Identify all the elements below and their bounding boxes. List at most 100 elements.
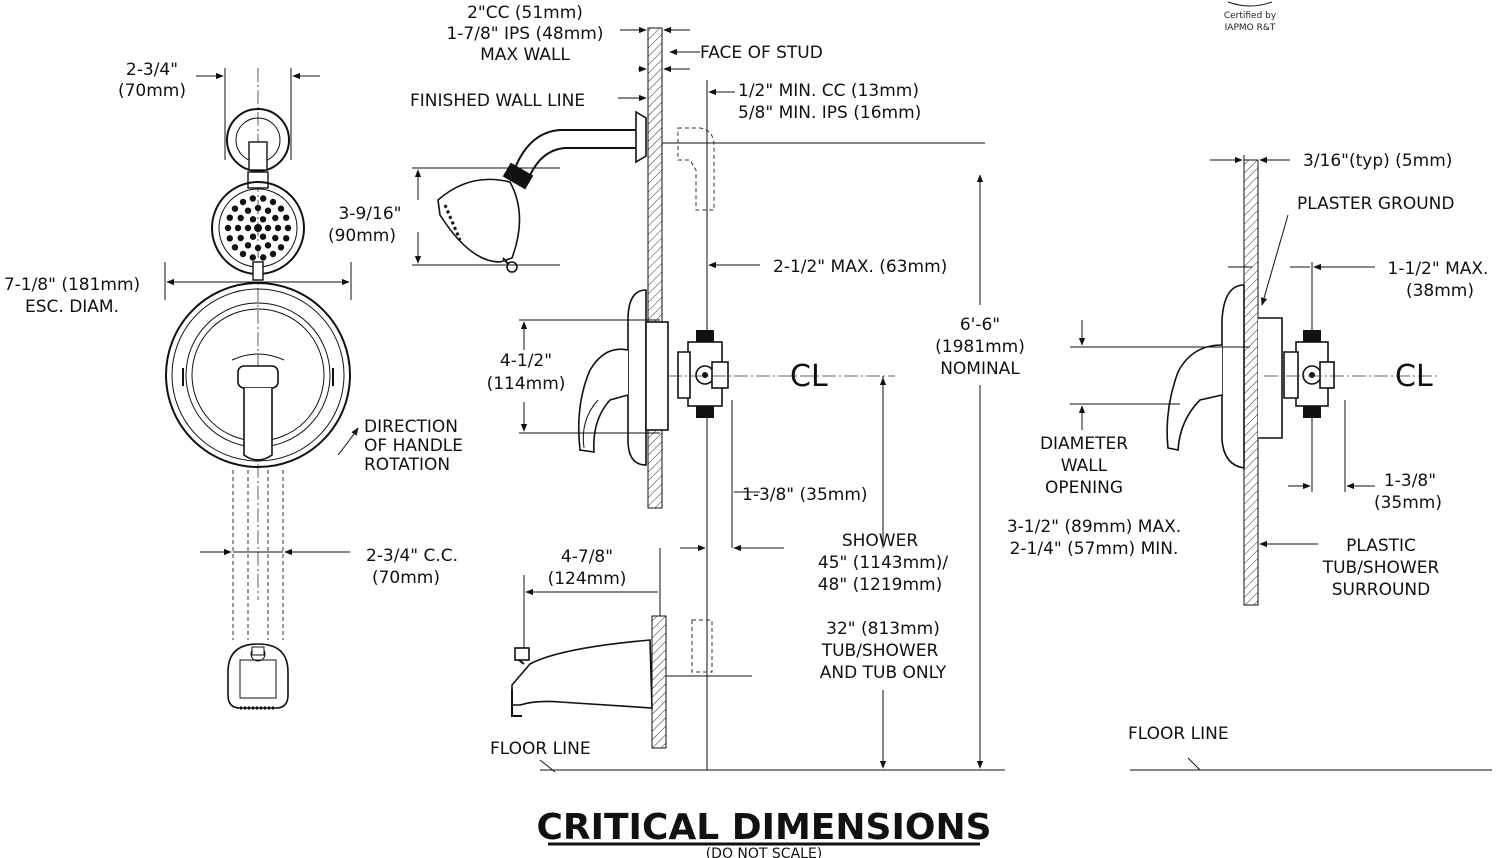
- section-valve-offset-label-1: 1-3/8": [1384, 471, 1436, 491]
- valve-offset-label: 1-3/8" (35mm): [742, 485, 868, 505]
- spray-hole: [244, 224, 252, 232]
- spray-hole: [224, 224, 232, 232]
- shower-height-label-1: SHOWER: [842, 531, 919, 551]
- arm-width-label-1: 2-3/4": [126, 60, 178, 80]
- certification-seal-icon: [1227, 1, 1273, 7]
- plaster-gap-label: 3/16"(typ) (5mm): [1303, 151, 1452, 171]
- certification-line-1: Certified by: [1224, 11, 1277, 21]
- spout-projection-label-2: (124mm): [548, 569, 627, 589]
- section-max-depth-label-1: 1-1/2" MAX.: [1388, 259, 1489, 279]
- spray-hole: [277, 244, 285, 251]
- escutcheon-diameter-label-2: ESC. DIAM.: [25, 297, 119, 317]
- opening-range-label-1: 3-1/2" (89mm) MAX.: [1007, 517, 1181, 537]
- side-wall-lower: [651, 615, 667, 749]
- plaster-ground-label: PLASTER GROUND: [1297, 194, 1455, 214]
- opening-range-label-2: 2-1/4" (57mm) MIN.: [1010, 539, 1179, 559]
- front-view: 2-3/4" (70mm) 7-1/8" (181mm): [4, 60, 463, 710]
- floor-line-label-side: FLOOR LINE: [490, 739, 591, 759]
- shower-height-label-3: 48" (1219mm): [818, 575, 943, 595]
- face-of-stud-label: FACE OF STUD: [700, 43, 823, 63]
- handle-rotation-label-2: OF HANDLE: [364, 436, 463, 456]
- page-title: CRITICAL DIMENSIONS: [536, 807, 991, 848]
- spray-hole: [272, 234, 279, 242]
- spray-hole: [269, 198, 277, 206]
- shower-height-label-2: 45" (1143mm)/: [818, 553, 949, 573]
- spray-hole: [254, 204, 262, 212]
- trim-side: [578, 289, 669, 466]
- section-wall: [1243, 159, 1259, 606]
- spout-projection-label-1: 4-7/8": [561, 547, 613, 567]
- spray-hole: [234, 224, 242, 232]
- spray-hole: [239, 198, 247, 206]
- spray-hole: [283, 214, 290, 221]
- tub-height-label-1: 32" (813mm): [826, 619, 940, 639]
- surround-label-1: PLASTIC: [1346, 536, 1416, 556]
- spray-hole: [264, 242, 272, 249]
- supply-cc-label-1: 2-3/4" C.C.: [366, 546, 458, 566]
- side-view: 2"CC (51mm) 1-7/8" IPS (48mm) MAX WALL F…: [328, 3, 1025, 773]
- arm-width-label-2: (70mm): [118, 81, 186, 101]
- spray-hole: [226, 235, 233, 242]
- spray-hole: [259, 216, 267, 223]
- valve-body-side: [677, 330, 729, 418]
- tub-spout-front: [227, 643, 289, 710]
- spray-hole: [226, 214, 233, 221]
- min-projection-label-2: 5/8" MIN. IPS (16mm): [738, 103, 921, 123]
- nominal-height-label-1: 6'-6": [960, 315, 1000, 335]
- wall-thickness-label-2: 1-7/8" IPS (48mm): [446, 24, 603, 44]
- section-max-depth-label-2: (38mm): [1406, 281, 1474, 301]
- spray-hole: [272, 214, 279, 222]
- centerline-symbol-section: CL: [1395, 359, 1433, 394]
- spray-hole: [239, 250, 247, 258]
- side-wall: [647, 27, 663, 509]
- surround-label-2: TUB/SHOWER: [1322, 558, 1440, 578]
- max-depth-label: 2-1/2" MAX. (63mm): [773, 257, 947, 277]
- certification-badge: Certified by IAPMO R&T: [1224, 1, 1277, 33]
- finished-wall-line-label: FINISHED WALL LINE: [410, 91, 585, 111]
- spray-hole: [269, 250, 277, 258]
- handle-rotation-label-1: DIRECTION: [364, 417, 458, 437]
- spray-hole: [264, 224, 272, 232]
- spray-hole: [244, 207, 252, 214]
- spray-hole: [283, 235, 290, 242]
- spray-holes: [224, 195, 292, 261]
- certification-line-2: IAPMO R&T: [1225, 23, 1276, 33]
- spray-hole: [231, 205, 239, 212]
- section-view: 3/16"(typ) (5mm) PLASTER GROUND CL 1-1/2…: [1007, 151, 1492, 771]
- trim-height-label-2: (114mm): [487, 374, 566, 394]
- wall-thickness-label-1: 2"CC (51mm): [467, 3, 583, 23]
- floor-line-label-section: FLOOR LINE: [1128, 724, 1229, 744]
- spray-hole: [249, 254, 256, 261]
- spray-hole: [249, 233, 257, 240]
- handle-rotation-label-3: ROTATION: [364, 455, 450, 475]
- spray-hole: [277, 205, 285, 212]
- wall-opening-label-3: OPENING: [1045, 478, 1123, 498]
- spray-hole: [231, 244, 239, 251]
- spray-hole: [249, 195, 256, 202]
- shower-arm-flange: [226, 108, 290, 172]
- trim-section: [1166, 284, 1335, 469]
- spray-hole: [254, 224, 262, 232]
- centerline-symbol-side: CL: [790, 359, 828, 394]
- spray-hole: [284, 224, 292, 232]
- min-projection-label-1: 1/2" MIN. CC (13mm): [738, 81, 919, 101]
- page-subtitle: (DO NOT SCALE): [706, 846, 823, 858]
- spray-hole: [237, 234, 244, 242]
- spray-hole: [260, 254, 267, 261]
- escutcheon-diameter-label-1: 7-1/8" (181mm): [4, 275, 140, 295]
- supply-cc-label-2: (70mm): [372, 568, 440, 588]
- wall-opening-label-2: WALL: [1061, 456, 1108, 476]
- section-valve-offset-label-2: (35mm): [1374, 493, 1442, 513]
- trim-height-label-1: 4-1/2": [500, 351, 552, 371]
- rotation-arrow-icon: [337, 427, 359, 456]
- title-block: CRITICAL DIMENSIONS (DO NOT SCALE): [536, 807, 991, 858]
- spray-hole: [274, 224, 282, 232]
- spray-hole: [237, 214, 244, 222]
- wall-thickness-label-3: MAX WALL: [480, 45, 570, 65]
- spray-hole: [259, 233, 267, 240]
- tub-spout-side: [511, 619, 752, 717]
- escutcheon-front: [165, 282, 351, 468]
- spray-hole: [260, 195, 267, 202]
- showerhead-front: [211, 171, 305, 281]
